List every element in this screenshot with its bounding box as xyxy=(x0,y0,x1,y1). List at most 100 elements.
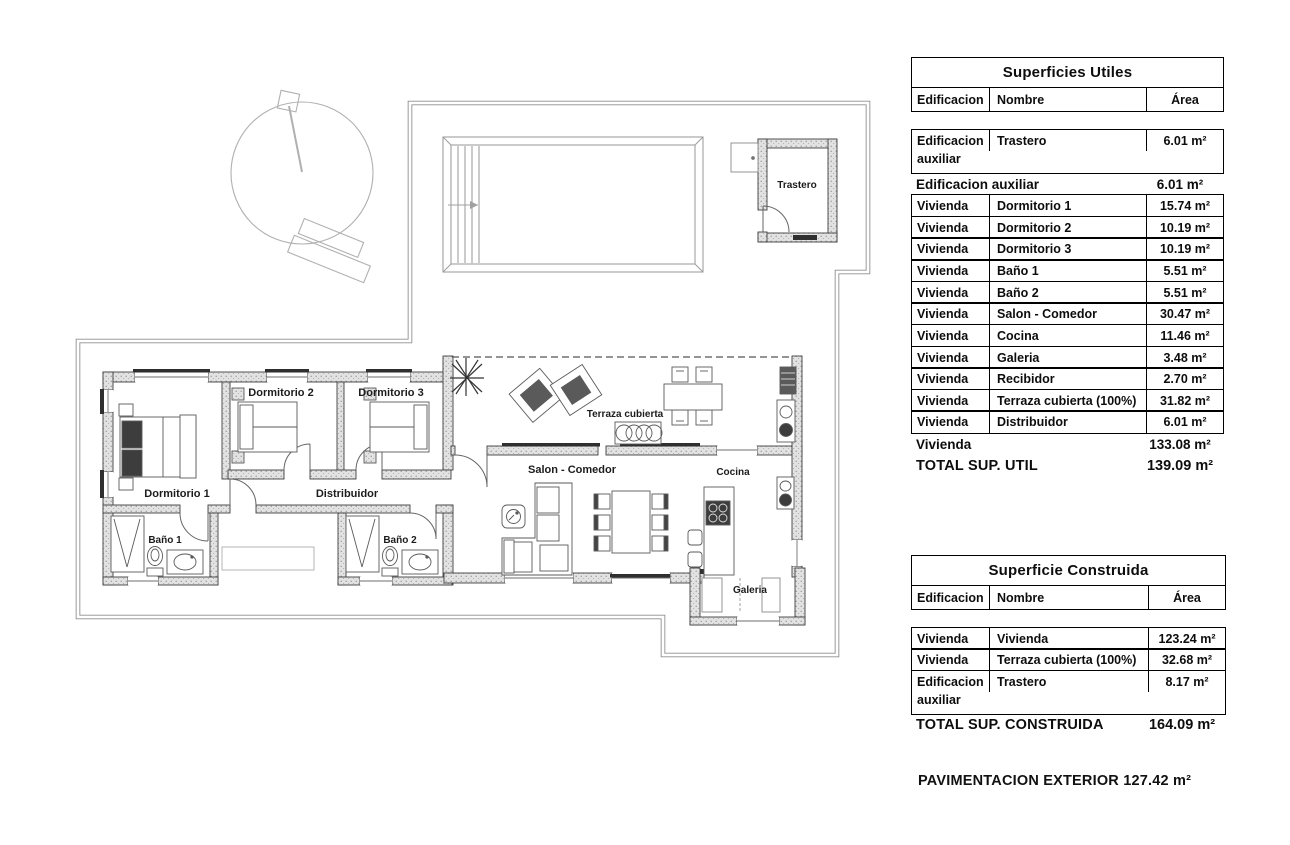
column-header: Nombre xyxy=(989,88,1146,112)
table-cell: Dormitorio 3 xyxy=(989,238,1146,260)
bed-dormitorio-1 xyxy=(118,403,197,491)
sofa xyxy=(501,482,573,576)
bathroom-1-fixtures xyxy=(110,515,204,577)
table-cell: 6.01 m² xyxy=(1146,129,1223,151)
pavimentacion-exterior-note: PAVIMENTACION EXTERIOR 127.42 m² xyxy=(918,773,1192,789)
table-cell: Salon - Comedor xyxy=(989,303,1146,325)
pool-arrow xyxy=(448,201,478,209)
room-label-bano-2: Baño 2 xyxy=(383,535,417,546)
table-cell: 5.51 m² xyxy=(1146,260,1223,282)
column-header: Edificacion xyxy=(917,93,984,107)
table-cell: Edificacion auxiliar xyxy=(916,176,1040,192)
table-cell: Vivienda xyxy=(917,307,969,322)
table-cell: 5.51 m² xyxy=(1146,281,1223,303)
table-cell: 133.08 m² xyxy=(1149,436,1211,452)
table-cell: 6.01 m² xyxy=(1156,176,1204,192)
table-cell: Distribuidor xyxy=(989,411,1146,433)
table-cell: Vivienda xyxy=(917,220,969,235)
table-cell: Edificacion auxiliar xyxy=(917,674,984,707)
table-cell: 11.46 m² xyxy=(1146,324,1223,346)
table-cell: Vivienda xyxy=(916,436,972,452)
table-cell: Vivienda xyxy=(917,653,969,668)
trastero-meter-box xyxy=(730,142,759,173)
table-title: Superficies Utiles xyxy=(911,57,1224,88)
table-cell: Recibidor xyxy=(989,368,1146,390)
plant-icon xyxy=(450,358,484,396)
table-cell: Vivienda xyxy=(917,242,969,257)
room-label-galeria: Galeria xyxy=(733,585,767,596)
table-cell: Vivienda xyxy=(989,627,1148,649)
table-cell: TOTAL SUP. CONSTRUIDA xyxy=(916,717,1104,734)
room-label-distribuidor: Distribuidor xyxy=(316,488,379,500)
table-cell: 3.48 m² xyxy=(1146,346,1223,368)
column-header: Área xyxy=(1148,586,1225,610)
walls xyxy=(102,138,838,626)
table-cell: Cocina xyxy=(989,324,1146,346)
table-cell: 123.24 m² xyxy=(1148,627,1225,649)
room-label-bano-1: Baño 1 xyxy=(148,535,182,546)
table-cell: Vivienda xyxy=(917,415,969,430)
table-cell: Vivienda xyxy=(917,631,969,646)
column-header: Edificacion xyxy=(917,591,984,605)
room-label-cocina: Cocina xyxy=(716,467,750,478)
column-header: Área xyxy=(1146,88,1223,112)
room-label-terraza-cubierta: Terraza cubierta xyxy=(587,409,664,420)
terrace-table xyxy=(663,366,723,426)
table-cell: Baño 1 xyxy=(989,260,1146,282)
lounge-chair xyxy=(508,367,565,424)
table-cell: 31.82 m² xyxy=(1146,389,1223,411)
windows xyxy=(103,372,802,625)
table-cell: Vivienda xyxy=(917,393,969,408)
room-label-dormitorio-2: Dormitorio 2 xyxy=(248,387,313,399)
room-label-dormitorio-1: Dormitorio 1 xyxy=(144,488,209,500)
galeria-fixtures xyxy=(701,577,781,613)
bed-dormitorio-2 xyxy=(231,387,298,464)
table-cell: Trastero xyxy=(989,670,1148,692)
exterior-step xyxy=(221,546,315,571)
table-cell: 139.09 m² xyxy=(1146,457,1214,474)
table-cell: Vivienda xyxy=(917,264,969,278)
side-table xyxy=(501,504,526,529)
kitchen-island xyxy=(687,486,735,576)
table-cell: Trastero xyxy=(989,129,1146,151)
bathroom-2-fixtures xyxy=(345,515,439,577)
bbq-grill xyxy=(614,421,663,445)
table-cell: 164.09 m² xyxy=(1148,717,1216,734)
table-cell: 30.47 m² xyxy=(1146,303,1223,325)
bed-dormitorio-3 xyxy=(363,387,430,464)
lounge-chair xyxy=(549,363,603,417)
pool xyxy=(442,136,704,273)
table-cell: Vivienda xyxy=(917,285,969,300)
room-label-salon-comedor: Salon - Comedor xyxy=(528,464,617,476)
table-cell: 2.70 m² xyxy=(1146,368,1223,390)
table-cell: Edificacion auxiliar xyxy=(917,133,984,166)
table-cell: Terraza cubierta (100%) xyxy=(989,649,1148,671)
table-subtotal-row: Edificacion auxiliar 6.01 m² xyxy=(911,174,1224,196)
table-cell: 32.68 m² xyxy=(1148,649,1225,671)
tree xyxy=(230,89,374,284)
column-header: Nombre xyxy=(989,586,1148,610)
floor-plan-svg: Dormitorio 1 Dormitorio 2 Dormitorio 3 D… xyxy=(75,89,871,658)
table-cell: 6.01 m² xyxy=(1146,411,1223,433)
table-row: Vivienda Terraza cubierta (100%)32.68 m² xyxy=(911,648,1226,672)
room-label-trastero: Trastero xyxy=(777,180,816,191)
table-total-row: TOTAL SUP. UTIL 139.09 m² xyxy=(911,456,1224,478)
room-label-dormitorio-3: Dormitorio 3 xyxy=(358,387,423,399)
table-total-row: TOTAL SUP. CONSTRUIDA 164.09 m² xyxy=(911,715,1226,737)
table-cell: TOTAL SUP. UTIL xyxy=(916,457,1038,474)
